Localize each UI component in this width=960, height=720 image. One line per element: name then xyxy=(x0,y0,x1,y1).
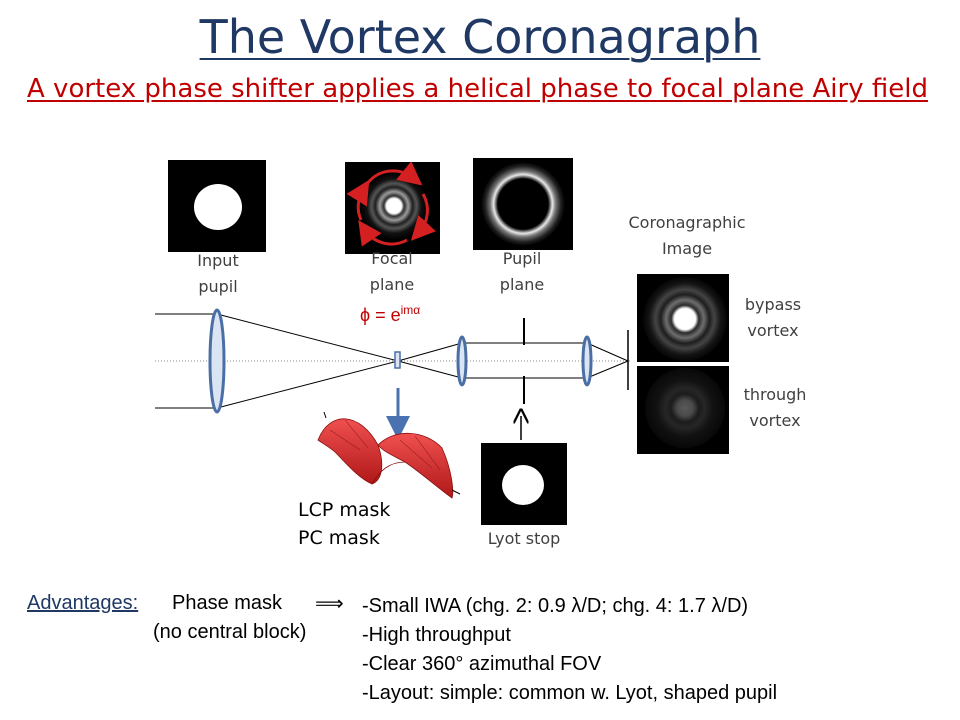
page-title: The Vortex Coronagraph xyxy=(0,10,960,64)
input-pupil-label: Input pupil xyxy=(178,248,258,300)
advantage-item-fov: -Clear 360° azimuthal FOV xyxy=(362,653,602,675)
bypass-vortex-label: bypass vortex xyxy=(735,292,811,344)
pupil-plane-label-line2: plane xyxy=(499,275,545,294)
bypass-vortex-label-line1: bypass xyxy=(744,295,802,314)
focal-plane-label-line2: plane xyxy=(369,275,415,294)
pupil-plane-ring xyxy=(481,162,565,246)
advantages-list: -Small IWA (chg. 2: 0.9 λ/D; chg. 4: 1.7… xyxy=(362,592,777,708)
helical-phase-surface xyxy=(317,411,461,499)
phase-formula-base: ϕ = e xyxy=(360,305,401,325)
advantages-phase-mask: Phase mask xyxy=(172,592,283,614)
beam-upper-diverge xyxy=(397,342,463,362)
bypass-vortex-label-line2: vortex xyxy=(747,321,799,340)
reimaging-lens xyxy=(581,335,593,387)
advantage-item-iwa: -Small IWA (chg. 2: 0.9 λ/D; chg. 4: 1.7… xyxy=(362,595,749,617)
bypass-vortex-psf xyxy=(643,277,727,361)
beam-lower-final xyxy=(586,360,629,379)
advantages-note: (no central block) xyxy=(153,621,307,643)
beam-lower-diverge xyxy=(397,360,463,379)
input-pupil-label-line1: Input xyxy=(197,251,239,270)
mask-labels: LCP mask PC mask xyxy=(298,496,390,552)
through-vortex-psf xyxy=(645,368,725,448)
input-pupil-image xyxy=(168,160,266,252)
input-pupil-label-line2: pupil xyxy=(198,277,238,296)
lyot-stop-label: Lyot stop xyxy=(487,529,561,548)
collimating-lens xyxy=(456,335,468,387)
pupil-plane-image xyxy=(473,158,573,250)
lyot-stop-image xyxy=(481,443,567,525)
through-vortex-label-line2: vortex xyxy=(749,411,801,430)
pupil-plane-label: Pupil plane xyxy=(482,246,562,298)
focal-plane-image xyxy=(345,162,440,254)
through-vortex-label: through vortex xyxy=(735,382,815,434)
advantages-implies-arrow: ⟹ xyxy=(315,593,344,615)
phase-formula: ϕ = eimα xyxy=(360,303,420,326)
focal-plane-label-line1: Focal xyxy=(371,249,413,268)
mask-label-pc: PC mask xyxy=(298,527,380,549)
input-lens xyxy=(208,308,226,414)
focal-plane-label: Focal plane xyxy=(352,246,432,298)
phase-formula-exponent: imα xyxy=(400,303,421,317)
coronagraphic-image-label-line1: Coronagraphic xyxy=(628,213,746,232)
lyot-stop-disk xyxy=(502,465,544,505)
vortex-rotation-arrows xyxy=(346,162,436,247)
through-vortex-image xyxy=(637,366,729,454)
advantage-item-layout: -Layout: simple: common w. Lyot, shaped … xyxy=(362,682,778,704)
advantages-heading: Advantages: xyxy=(27,592,139,614)
bypass-vortex-image xyxy=(637,274,729,362)
beam-upper-converge xyxy=(216,313,399,362)
page-title-text: The Vortex Coronagraph xyxy=(199,10,761,64)
beam-lower-converge xyxy=(216,360,399,409)
through-vortex-label-line1: through xyxy=(743,385,807,404)
advantage-item-throughput: -High throughput xyxy=(362,624,511,646)
vortex-mask-element xyxy=(394,351,401,369)
subtitle: A vortex phase shifter applies a helical… xyxy=(27,74,928,104)
input-pupil-disk xyxy=(194,184,242,230)
coronagraphic-image-label: Coronagraphic Image xyxy=(617,210,757,262)
mask-label-lcp: LCP mask xyxy=(298,499,391,521)
beam-upper-final xyxy=(586,342,629,362)
coronagraphic-image-label-line2: Image xyxy=(661,239,713,258)
pupil-plane-label-line1: Pupil xyxy=(502,249,542,268)
